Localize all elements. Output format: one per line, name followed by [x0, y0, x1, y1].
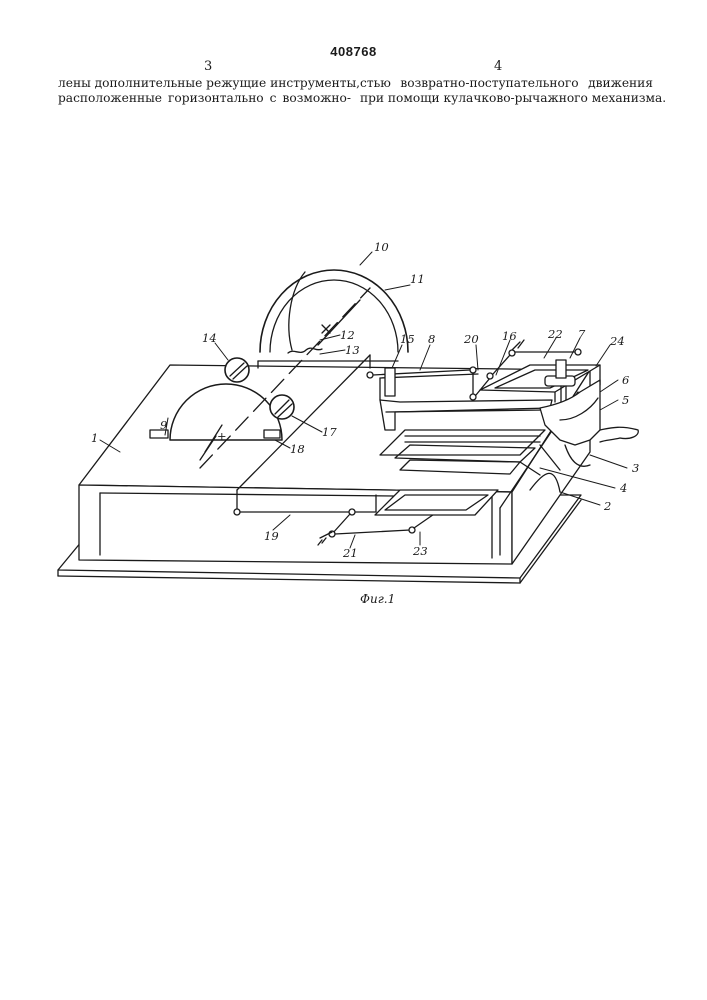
label-14: 14 [202, 331, 217, 345]
label-6: 6 [622, 373, 629, 387]
label-15: 15 [400, 332, 415, 346]
label-21: 21 [342, 546, 358, 560]
label-20: 20 [463, 332, 479, 346]
label-16: 16 [502, 329, 517, 343]
label-10: 10 [374, 240, 389, 254]
label-2: 2 [603, 499, 611, 513]
label-1: 1 [91, 431, 98, 445]
figure-caption: Фиг.1 [360, 592, 395, 606]
blade-guard [258, 270, 408, 368]
label-9: 9 [160, 418, 167, 432]
label-11: 11 [410, 272, 425, 286]
label-3: 3 [632, 461, 639, 475]
label-24: 24 [609, 334, 625, 348]
label-22: 22 [547, 327, 563, 341]
label-4: 4 [619, 481, 627, 495]
label-23: 23 [412, 544, 428, 558]
label-17: 17 [322, 425, 337, 439]
label-8: 8 [428, 332, 435, 346]
label-18: 18 [290, 442, 305, 456]
label-19: 19 [264, 529, 279, 543]
label-7: 7 [578, 327, 586, 341]
label-12: 12 [340, 328, 355, 342]
label-13: 13 [345, 343, 360, 357]
label-5: 5 [622, 393, 629, 407]
